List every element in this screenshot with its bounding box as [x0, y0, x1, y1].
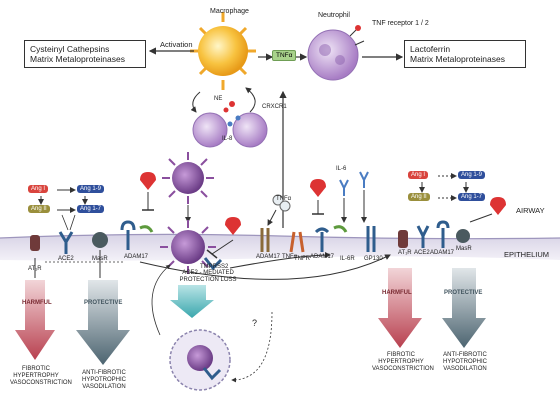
cathepsins-box: Cysteinyl Cathepsins Matrix Metaloprotei…	[24, 40, 146, 68]
macrophage-label: Macrophage	[210, 8, 249, 15]
ang1-pill-left: Ang I	[28, 185, 49, 193]
protection-loss-arrow	[170, 285, 214, 318]
adam17-label-mid: ADAM17	[256, 254, 281, 260]
masr-label-left: MasR	[92, 256, 108, 262]
protective-arrow	[76, 280, 130, 365]
neutrophil-label: Neutrophil	[318, 12, 350, 19]
middle-receptors	[206, 171, 376, 259]
protective-label-right: PROTECTIVE	[444, 290, 483, 296]
adam17-label-right: ADAM17	[430, 250, 455, 256]
ang19-pill-right: Ang 1-9	[458, 171, 486, 179]
ace2-label-left: ACE2	[58, 256, 74, 262]
gp130-label: GP130	[364, 256, 383, 262]
activation-label: Activation	[160, 40, 193, 49]
at1r-label-right: AT₁R	[398, 250, 412, 256]
ang19-pill-left: Ang 1-9	[77, 185, 105, 193]
harmful-arrow-right	[378, 268, 422, 348]
protective-label-left: PROTECTIVE	[84, 300, 123, 306]
adam17-label-left: ADAM17	[124, 254, 149, 260]
tnf-receptor-label: TNF receptor 1 / 2	[372, 20, 429, 27]
ang2-pill-right: Ang II	[408, 193, 430, 201]
airway-label: AIRWAY	[516, 206, 545, 215]
lactoferrin-line1: Lactoferrin	[410, 44, 451, 54]
il6r-label: IL-6R	[340, 256, 355, 262]
question-mark: ?	[252, 318, 258, 328]
masr-label-right: MasR	[456, 246, 472, 252]
adam17-label-mid2: ADAM17	[310, 254, 335, 260]
virus-particle-top	[162, 152, 214, 204]
ang2-pill-left: Ang II	[28, 205, 50, 213]
cell-membrane	[0, 234, 560, 261]
ne-label: NE	[214, 96, 223, 102]
ang17-pill-right: Ang 1-7	[458, 193, 486, 201]
tnfa-receptor-label: TNFα	[282, 254, 298, 260]
cxcr1-label: CRXCR1	[262, 104, 287, 110]
cathepsins-line2: Matrix Metaloproteinases	[30, 54, 125, 64]
tmprss2-label: TMPRSS2	[200, 264, 229, 270]
tnfr-label: TNFR	[294, 256, 310, 262]
epithelium-label: EPITHELIUM	[504, 250, 550, 259]
ang17-pill-left: Ang 1-7	[77, 205, 105, 213]
ang1-pill-right: Ang I	[408, 171, 429, 179]
il6-label: IL-6	[336, 166, 347, 172]
ace2-label-right: ACE2	[414, 250, 430, 256]
il8-label: IL-8	[222, 136, 233, 142]
harmful-arrow	[15, 280, 55, 360]
neutrophil-cluster	[192, 101, 268, 148]
harmful-label-left: HARMFUL	[22, 300, 52, 306]
cathepsins-line1: Cysteinyl Cathepsins	[30, 44, 110, 54]
lactoferrin-line2: Matrix Metaloproteinases	[410, 54, 505, 64]
right-panel	[378, 173, 506, 348]
harmful-label-right: HARMFUL	[382, 290, 412, 296]
neutrophil-cell	[307, 25, 365, 81]
tnfa-top-label: TNFα	[276, 196, 292, 202]
protective-arrow-right	[442, 268, 486, 348]
tnf-alpha-box: TNFα	[272, 50, 297, 61]
at1r-label-left: AT₁R	[28, 266, 42, 272]
macrophage-cell	[190, 12, 256, 90]
left-panel	[15, 172, 156, 365]
lactoferrin-box: Lactoferrin Matrix Metaloproteinases	[404, 40, 526, 68]
endosome	[169, 329, 231, 391]
